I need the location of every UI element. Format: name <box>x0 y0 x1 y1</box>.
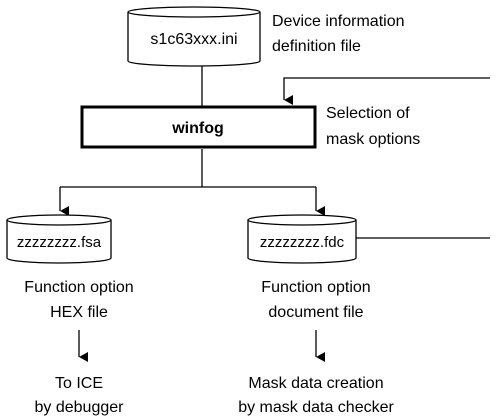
winfog-caption-line1: Selection of <box>326 105 410 122</box>
ini-file-cylinder: s1c63xxx.ini <box>127 6 261 67</box>
fdc-caption-line1: Function option <box>261 279 370 296</box>
winfog-label: winfog <box>171 120 224 137</box>
fdc-filename: zzzzzzzz.fdc <box>260 234 345 251</box>
feedback-arrow <box>283 77 490 105</box>
fdc-caption-line2: document file <box>268 304 363 321</box>
fsa-file-cylinder: zzzzzzzz.fsa <box>6 214 112 264</box>
fsa-caption-line1: Function option <box>24 279 133 296</box>
fdc-destination-line2: by mask data checker <box>238 399 394 416</box>
fdc-destination-line1: Mask data creation <box>248 375 383 392</box>
fsa-destination-line2: by debugger <box>35 399 125 416</box>
winfog-caption-line2: mask options <box>326 131 420 148</box>
ini-caption-line2: definition file <box>272 38 361 55</box>
fsa-destination-line1: To ICE <box>55 375 103 392</box>
ini-filename: s1c63xxx.ini <box>150 31 237 48</box>
fsa-caption-line2: HEX file <box>50 304 108 321</box>
fdc-file-cylinder: zzzzzzzz.fdc <box>247 214 357 264</box>
ini-caption-line1: Device information <box>272 13 405 30</box>
fsa-filename: zzzzzzzz.fsa <box>17 234 102 251</box>
winfog-box: winfog <box>80 105 317 149</box>
